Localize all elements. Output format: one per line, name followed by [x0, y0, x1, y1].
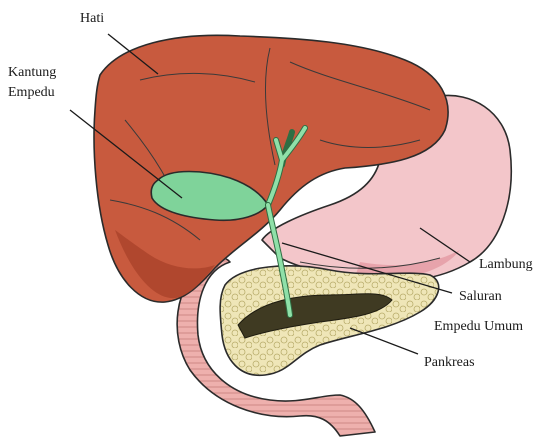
label-bile-duct-line1: Saluran: [459, 289, 502, 304]
leader-pancreas: [350, 328, 418, 354]
label-bile-duct-line2: Empedu Umum: [434, 319, 523, 334]
label-liver: Hati: [80, 11, 104, 26]
label-stomach: Lambung: [479, 257, 533, 272]
pancreas: [220, 266, 439, 375]
label-gallbladder-line2: Empedu: [8, 85, 55, 100]
label-pancreas: Pankreas: [424, 355, 475, 370]
label-gallbladder-line1: Kantung: [8, 65, 56, 80]
